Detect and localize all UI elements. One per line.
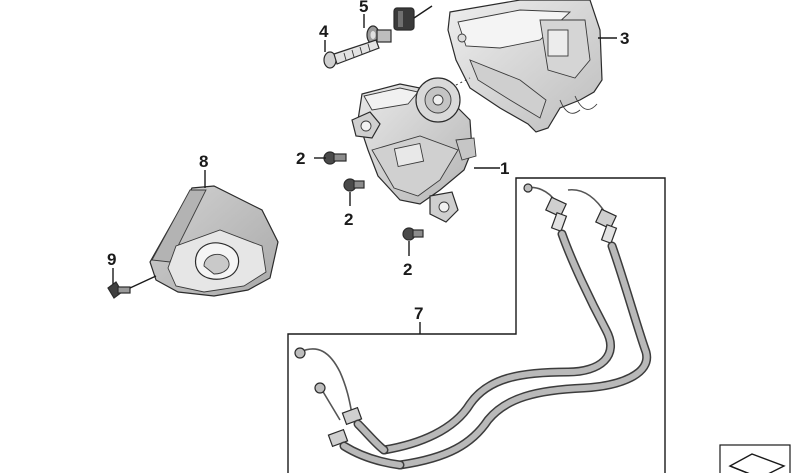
callout-2-b: 2 [344,210,353,229]
leader-line-9b [129,275,157,289]
servo-motor-part-1 [351,77,477,223]
reference-symbol-icon [719,444,791,473]
screw-part-2-b [343,178,365,192]
bolt-part-4 [323,39,380,69]
cover-part-8 [149,185,279,297]
part-7-bracket-frame [287,177,666,473]
washer-part-5 [366,25,392,45]
bowden-cable-set-part-7 [294,183,652,470]
actuator-housing-part-3 [447,0,603,133]
callout-1: 1 [500,159,509,178]
callout-9: 9 [107,250,116,269]
callout-4: 4 [319,22,329,41]
callout-8: 8 [199,152,208,171]
screw-part-2-a [323,151,347,165]
callout-2-c: 2 [403,260,412,279]
rubber-grommet-part-5 [393,5,433,31]
callout-5: 5 [359,0,368,16]
callout-7: 7 [414,304,423,323]
screw-part-2-c [402,227,424,241]
callout-2-a: 2 [296,149,305,168]
screw-part-9 [107,281,131,299]
callout-3: 3 [620,29,629,48]
